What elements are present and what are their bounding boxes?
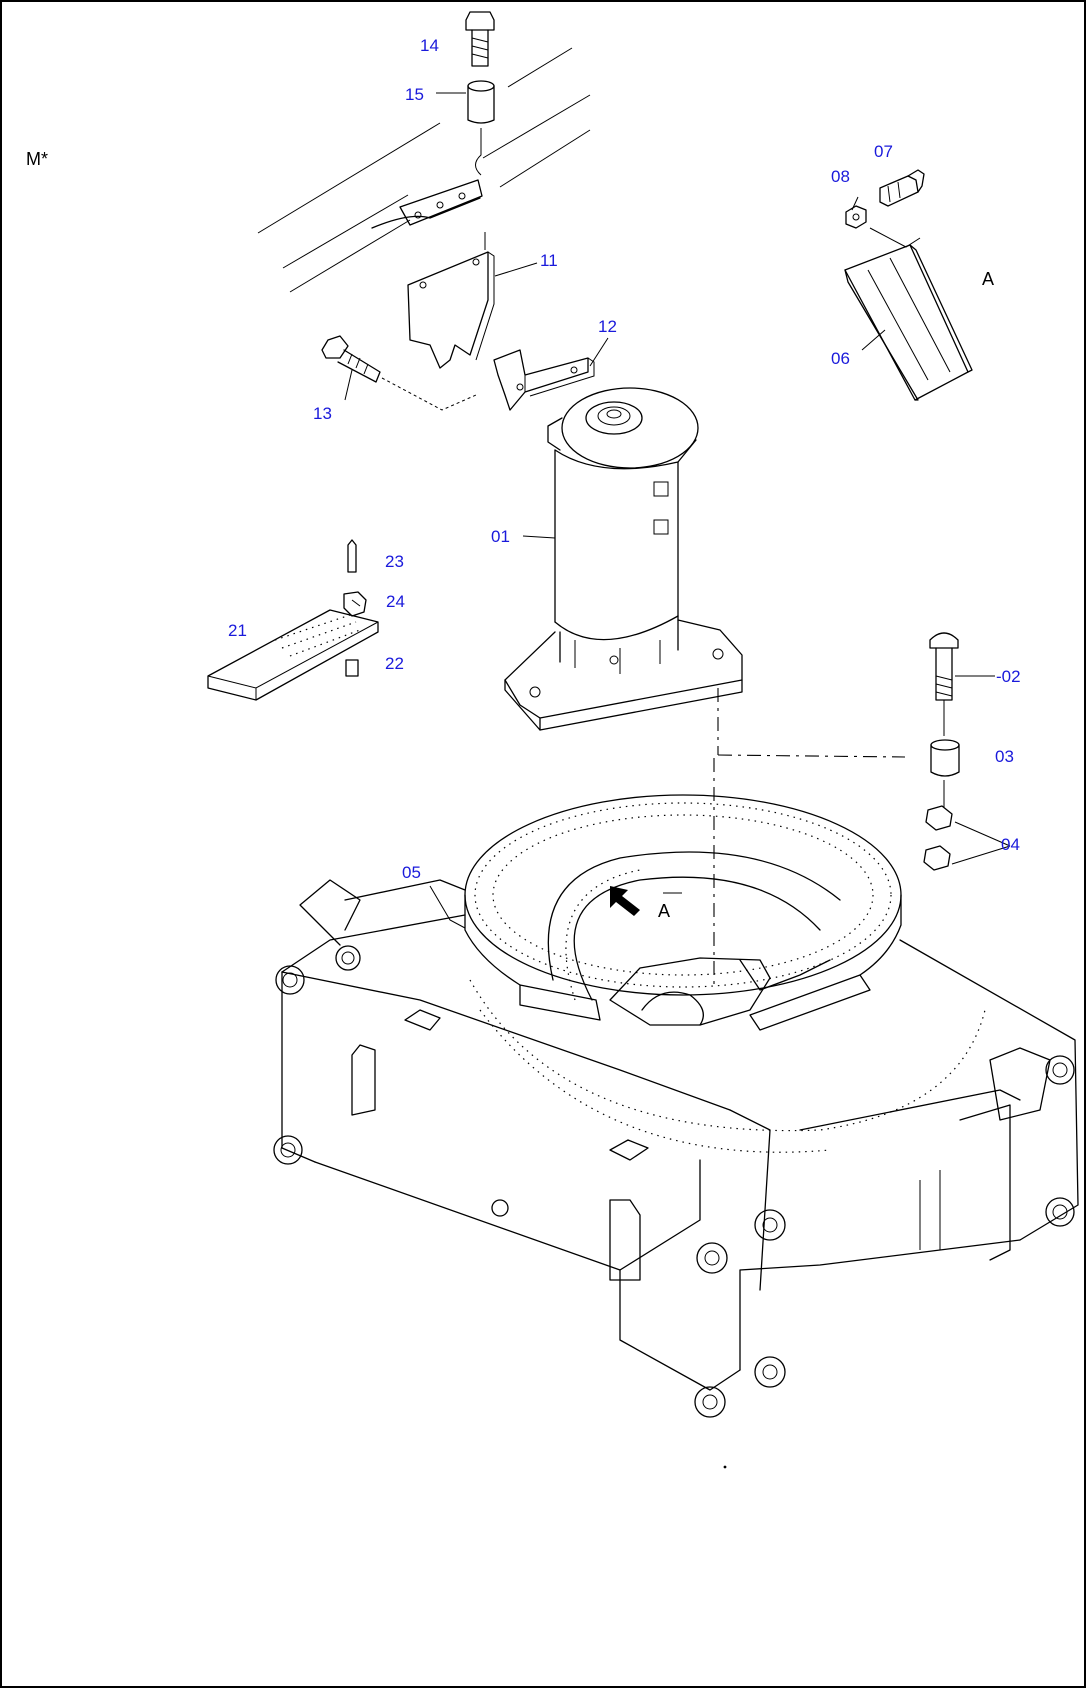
sheet-code-label: M* <box>26 149 48 169</box>
nut-part-08 <box>845 205 921 248</box>
washers-part-04 <box>923 805 953 871</box>
cylinder-part-01 <box>504 387 743 731</box>
bracket-part-11 <box>407 232 495 369</box>
callout-08: 08 <box>831 167 850 186</box>
bolt-part-07 <box>879 169 925 207</box>
bolt-part-14 <box>465 11 495 67</box>
view-a-label: A <box>982 269 995 289</box>
leader-lines <box>344 92 1011 929</box>
spacer-part-15 <box>467 80 495 176</box>
cover-part-06 <box>844 244 973 401</box>
washer-part-24 <box>343 591 367 617</box>
callout-21: 21 <box>228 621 247 640</box>
callout-03: 03 <box>995 747 1014 766</box>
callout-15: 15 <box>405 85 424 104</box>
view-arrow <box>610 886 682 916</box>
callout-01: 01 <box>491 527 510 546</box>
bolt-part-13 <box>321 335 477 411</box>
link-part-12 <box>493 349 595 411</box>
nut-part-22 <box>345 659 359 677</box>
bushing-part-03 <box>930 739 960 808</box>
pin-part-23 <box>347 539 357 573</box>
callout-13: 13 <box>313 404 332 423</box>
upper-frame-rails <box>257 47 591 293</box>
frame-part-05 <box>273 794 1079 1469</box>
callout-23: 23 <box>385 552 404 571</box>
callout-22: 22 <box>385 654 404 673</box>
callout-24: 24 <box>386 592 405 611</box>
callout-11: 11 <box>540 251 558 270</box>
callout-02: -02 <box>996 667 1021 686</box>
plate-part-21 <box>207 609 379 701</box>
bolt-part-02 <box>929 632 959 736</box>
callout-12: 12 <box>598 317 617 336</box>
callout-14: 14 <box>420 36 439 55</box>
callout-05: 05 <box>402 863 421 882</box>
callout-04: 04 <box>1001 835 1020 854</box>
arrow-a-label: A <box>658 901 671 921</box>
callout-07: 07 <box>874 142 893 161</box>
callout-06: 06 <box>831 349 850 368</box>
centerlines <box>713 688 906 990</box>
